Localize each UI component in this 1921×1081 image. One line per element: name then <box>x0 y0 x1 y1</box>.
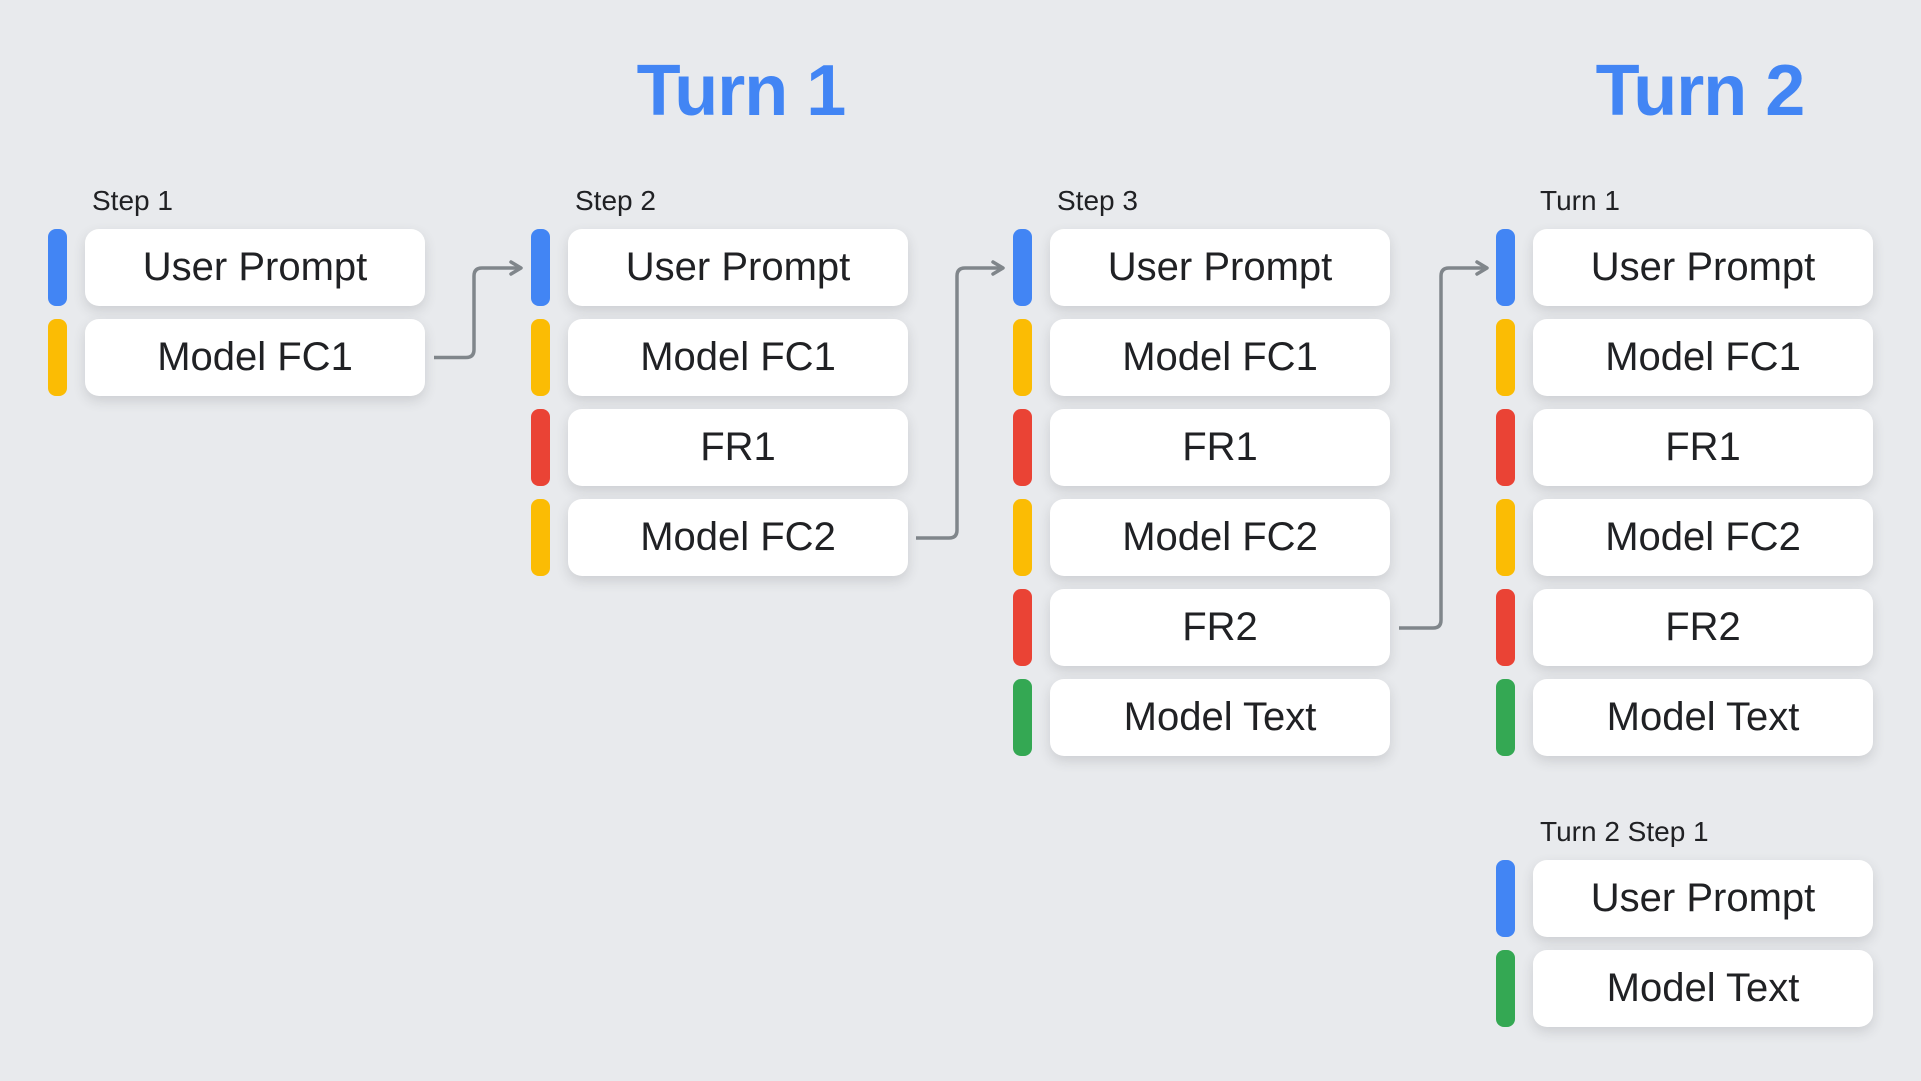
sequence-item: User Prompt <box>1496 229 1873 306</box>
group-label: Turn 2 Step 1 <box>1540 816 1709 847</box>
role-color-bar <box>1013 319 1032 396</box>
connector-arrow-2 <box>916 260 1005 540</box>
card-model-fc1: Model FC1 <box>568 319 908 396</box>
card-model-text: Model Text <box>1050 679 1390 756</box>
role-color-bar <box>1496 229 1515 306</box>
sequence-item: Model FC2 <box>531 499 908 576</box>
card-fr1: FR1 <box>568 409 908 486</box>
role-color-bar <box>1013 409 1032 486</box>
role-color-bar <box>1013 229 1032 306</box>
sequence-item: Model FC1 <box>531 319 908 396</box>
sequence-item: FR1 <box>531 409 908 486</box>
sequence-item: FR1 <box>1013 409 1390 486</box>
role-color-bar <box>1013 499 1032 576</box>
turn-2-title: Turn 2 <box>1595 51 1806 131</box>
connector-arrow-1 <box>434 260 523 360</box>
card-user-prompt: User Prompt <box>85 229 425 306</box>
sequence-item: Model FC1 <box>48 319 425 396</box>
role-color-bar <box>531 409 550 486</box>
sequence-item: Model Text <box>1496 950 1873 1027</box>
role-color-bar <box>48 229 67 306</box>
group-label: Step 2 <box>575 185 656 216</box>
sequence-item: User Prompt <box>48 229 425 306</box>
role-color-bar <box>1496 499 1515 576</box>
card-fr2: FR2 <box>1533 589 1873 666</box>
group-step-3: Step 3 User Prompt Model FC1 FR1 Model F… <box>1013 184 1390 769</box>
sequence-item: User Prompt <box>1496 860 1873 937</box>
role-color-bar <box>531 319 550 396</box>
card-fr1: FR1 <box>1050 409 1390 486</box>
card-model-fc2: Model FC2 <box>568 499 908 576</box>
card-user-prompt: User Prompt <box>1050 229 1390 306</box>
card-model-fc2: Model FC2 <box>1050 499 1390 576</box>
sequence-item: Model FC1 <box>1013 319 1390 396</box>
sequence-item: Model FC2 <box>1013 499 1390 576</box>
role-color-bar <box>1496 860 1515 937</box>
connector-arrow-3 <box>1399 260 1489 630</box>
role-color-bar <box>1496 950 1515 1027</box>
sequence-item: FR2 <box>1013 589 1390 666</box>
sequence-item: Model FC1 <box>1496 319 1873 396</box>
sequence-item: User Prompt <box>1013 229 1390 306</box>
role-color-bar <box>531 499 550 576</box>
group-label: Step 3 <box>1057 185 1138 216</box>
role-color-bar <box>1496 589 1515 666</box>
card-fr2: FR2 <box>1050 589 1390 666</box>
sequence-item: FR2 <box>1496 589 1873 666</box>
card-model-text: Model Text <box>1533 679 1873 756</box>
sequence-item: User Prompt <box>531 229 908 306</box>
sequence-item: Model Text <box>1496 679 1873 756</box>
role-color-bar <box>48 319 67 396</box>
card-user-prompt: User Prompt <box>568 229 908 306</box>
turn-1-title: Turn 1 <box>636 51 847 131</box>
role-color-bar <box>1496 319 1515 396</box>
role-color-bar <box>1013 679 1032 756</box>
role-color-bar <box>1496 679 1515 756</box>
card-model-fc1: Model FC1 <box>1533 319 1873 396</box>
group-label: Step 1 <box>92 185 173 216</box>
group-step-1: Step 1 User Prompt Model FC1 <box>48 184 425 409</box>
card-model-text: Model Text <box>1533 950 1873 1027</box>
group-step-2: Step 2 User Prompt Model FC1 FR1 Model F… <box>531 184 908 589</box>
card-user-prompt: User Prompt <box>1533 860 1873 937</box>
role-color-bar <box>531 229 550 306</box>
card-model-fc1: Model FC1 <box>1050 319 1390 396</box>
card-model-fc2: Model FC2 <box>1533 499 1873 576</box>
card-fr1: FR1 <box>1533 409 1873 486</box>
card-user-prompt: User Prompt <box>1533 229 1873 306</box>
sequence-item: Model Text <box>1013 679 1390 756</box>
group-label: Turn 1 <box>1540 185 1620 216</box>
sequence-item: FR1 <box>1496 409 1873 486</box>
role-color-bar <box>1013 589 1032 666</box>
sequence-item: Model FC2 <box>1496 499 1873 576</box>
group-turn-2-step-1: Turn 2 Step 1 User Prompt Model Text <box>1496 815 1873 1040</box>
role-color-bar <box>1496 409 1515 486</box>
group-turn-1: Turn 1 User Prompt Model FC1 FR1 Model F… <box>1496 184 1873 769</box>
card-model-fc1: Model FC1 <box>85 319 425 396</box>
